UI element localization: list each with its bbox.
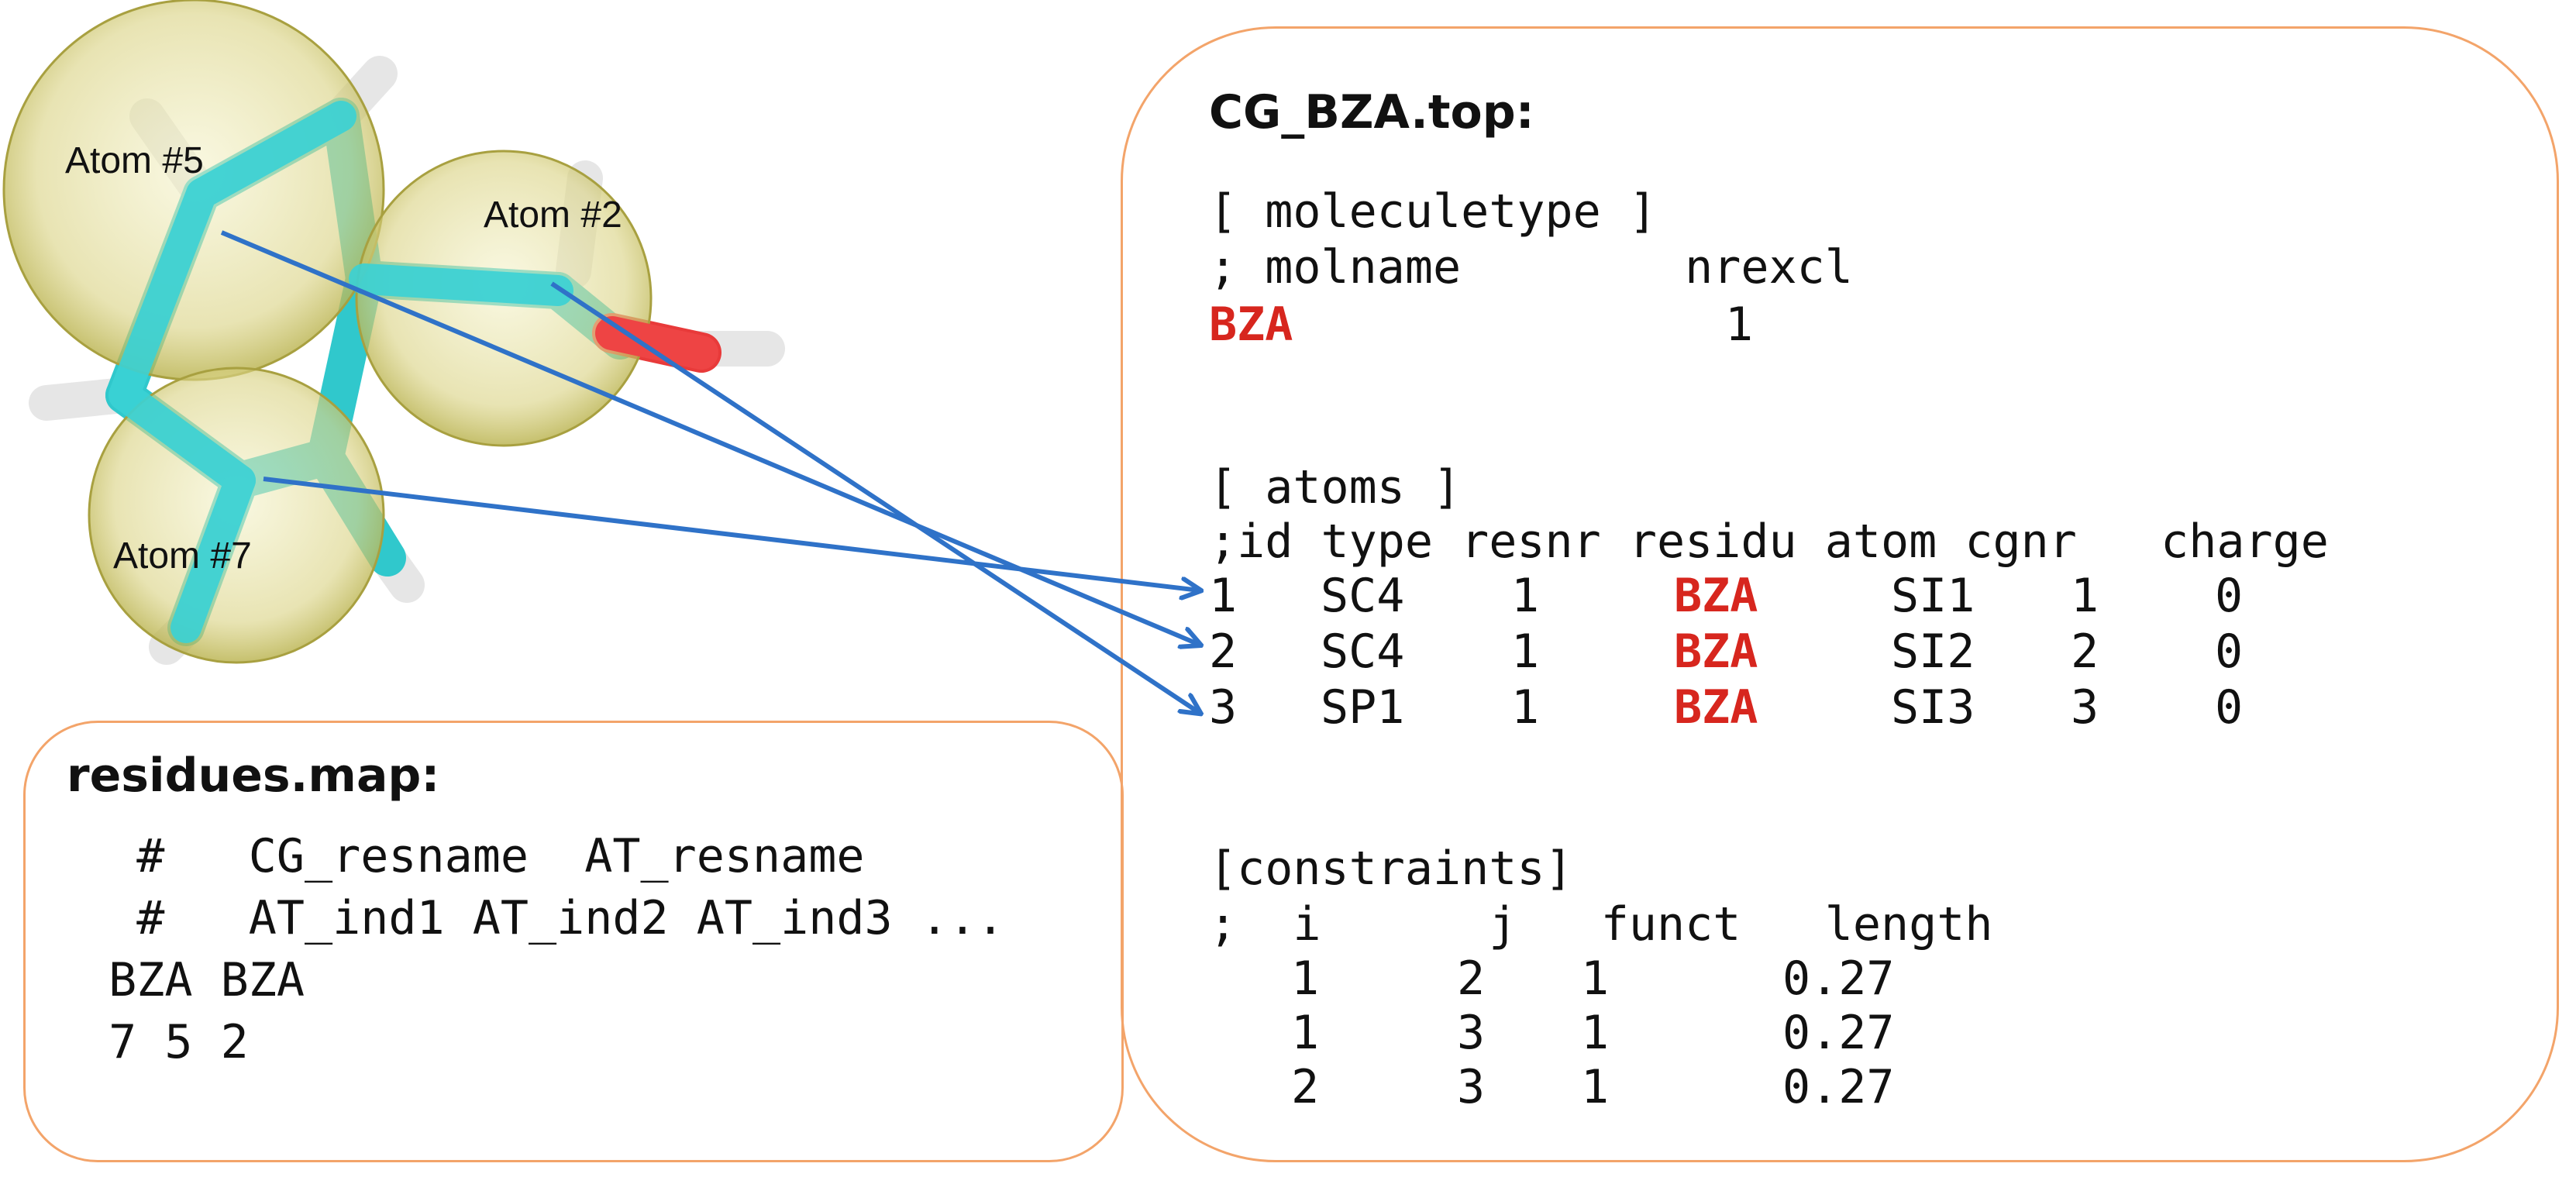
atom-id: 1 bbox=[1209, 569, 1238, 623]
atom-cgnr: 2 bbox=[2071, 625, 2099, 679]
constraints-columns: ; i j funct length bbox=[1209, 897, 1993, 952]
residues-map-line: # AT_ind1 AT_ind2 AT_ind3 ... bbox=[81, 891, 1005, 945]
atom-id: 3 bbox=[1209, 680, 1238, 735]
constraint-length: 0.27 bbox=[1782, 1060, 1895, 1114]
atom-type: SC4 bbox=[1321, 625, 1405, 679]
residues-map-line: 7 5 2 bbox=[81, 1015, 249, 1069]
atom-residu: BZA bbox=[1674, 680, 1758, 735]
atom-charge: 0 bbox=[2215, 569, 2244, 623]
atom-cgnr: 3 bbox=[2071, 680, 2099, 735]
atom-residu: BZA bbox=[1674, 625, 1758, 679]
topology-file-title: CG_BZA.top: bbox=[1209, 85, 1534, 139]
constraint-length: 0.27 bbox=[1782, 1006, 1895, 1060]
moleculetype-header: [ moleculetype ] bbox=[1209, 184, 1657, 239]
constraint-i: 2 bbox=[1291, 1060, 1320, 1114]
atom-cgnr: 1 bbox=[2071, 569, 2099, 623]
molname-value: BZA bbox=[1209, 298, 1293, 352]
constraint-i: 1 bbox=[1291, 1006, 1320, 1060]
residues-map-line: BZA BZA bbox=[81, 953, 305, 1007]
benzyl-alcohol-molecule bbox=[2, 0, 785, 665]
residues-map-title: residues.map: bbox=[67, 749, 440, 803]
atom-type: SC4 bbox=[1321, 569, 1405, 623]
atom-resnr: 1 bbox=[1511, 569, 1540, 623]
atoms-columns: ;id type resnr residu atom cgnr charge bbox=[1209, 515, 2329, 569]
atom-label-7: Atom #7 bbox=[113, 535, 252, 577]
cg-beads bbox=[2, 0, 653, 664]
nrexcl-value: 1 bbox=[1725, 298, 1754, 352]
atom-name: SI1 bbox=[1891, 569, 1975, 623]
atom-resnr: 1 bbox=[1511, 680, 1540, 735]
constraint-j: 3 bbox=[1457, 1060, 1486, 1114]
atom-name: SI3 bbox=[1891, 680, 1975, 735]
atom-name: SI2 bbox=[1891, 625, 1975, 679]
constraint-i: 1 bbox=[1291, 952, 1320, 1006]
atom-label-5: Atom #5 bbox=[65, 140, 204, 181]
constraints-header: [constraints] bbox=[1209, 842, 1573, 896]
constraint-j: 3 bbox=[1457, 1006, 1486, 1060]
residues-map-line: # CG_resname AT_resname bbox=[81, 829, 865, 883]
atom-residu: BZA bbox=[1674, 569, 1758, 623]
atom-type: SP1 bbox=[1321, 680, 1405, 735]
constraint-funct: 1 bbox=[1581, 1060, 1610, 1114]
constraint-j: 2 bbox=[1457, 952, 1486, 1006]
constraint-funct: 1 bbox=[1581, 952, 1610, 1006]
moleculetype-columns: ; molname nrexcl bbox=[1209, 240, 1853, 294]
constraint-funct: 1 bbox=[1581, 1006, 1610, 1060]
atom-charge: 0 bbox=[2215, 680, 2244, 735]
atom-label-2: Atom #2 bbox=[484, 194, 622, 236]
constraint-length: 0.27 bbox=[1782, 952, 1895, 1006]
atoms-header: [ atoms ] bbox=[1209, 460, 1462, 515]
atom-id: 2 bbox=[1209, 625, 1238, 679]
atom-resnr: 1 bbox=[1511, 625, 1540, 679]
atom-charge: 0 bbox=[2215, 625, 2244, 679]
